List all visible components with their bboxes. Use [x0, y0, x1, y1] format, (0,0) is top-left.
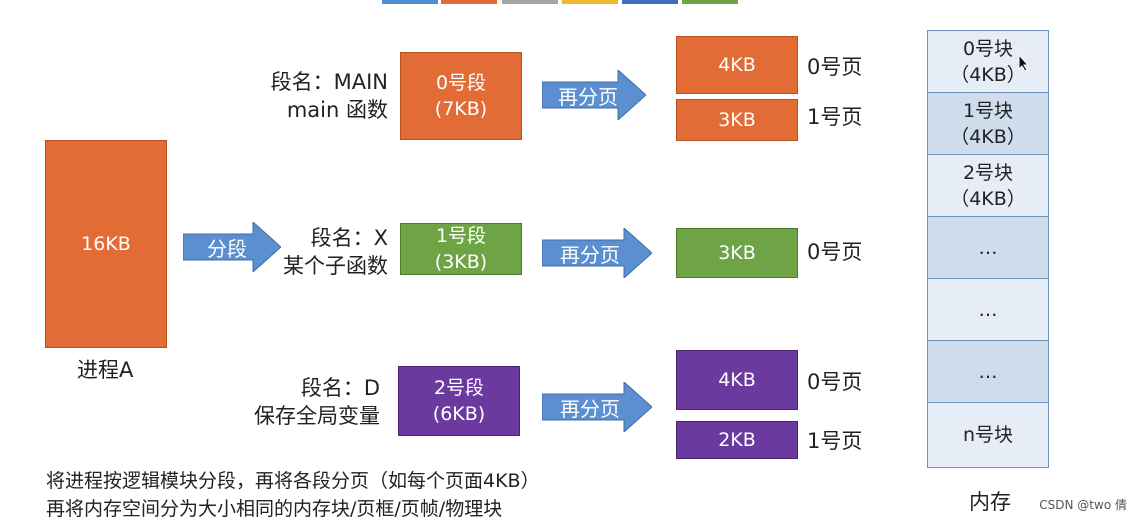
- watermark: CSDN @two 倩: [1039, 498, 1127, 512]
- memory-block-0: 0号块 （4KB）: [928, 31, 1048, 93]
- segment-2-page-1: 2KB: [676, 421, 798, 459]
- split-arrow-label: 分段: [207, 236, 247, 261]
- segment-1-page-0: 3KB: [676, 228, 798, 278]
- split-arrow-shape: [182, 220, 282, 274]
- split-arrow: 分段: [182, 220, 282, 274]
- memory-block-4: …: [928, 279, 1048, 341]
- segment-0-page-1-label: 1号页: [807, 105, 863, 129]
- memory-block-5: …: [928, 341, 1048, 403]
- segment-0-page-1: 3KB: [676, 99, 798, 141]
- segment-0-name-line2: main 函数: [286, 98, 388, 122]
- top-bar-4: [562, 0, 618, 4]
- segment-2-name-line2: 保存全局变量: [254, 404, 380, 428]
- segment-1-arrow-label: 再分页: [560, 242, 620, 267]
- top-bar-1: [382, 0, 438, 4]
- memory-block-1: 1号块 （4KB）: [928, 93, 1048, 155]
- memory-block-n: n号块: [928, 403, 1048, 467]
- memory-block-2: 2号块 （4KB）: [928, 155, 1048, 217]
- segment-2-name-line1: 段名：D: [300, 376, 380, 400]
- segment-2-arrow-label: 再分页: [560, 396, 620, 421]
- segment-2-page-1-label: 1号页: [807, 429, 863, 453]
- top-bar-5: [622, 0, 678, 4]
- segment-0-arrow-label: 再分页: [558, 84, 618, 109]
- segment-1-arrow: 再分页: [541, 226, 653, 280]
- segment-1-box: 1号段 (3KB): [400, 223, 522, 275]
- segment-0-name: 段名：MAIN main 函数: [250, 68, 388, 124]
- segment-1-name: 段名：X 某个子函数: [250, 224, 388, 280]
- segment-2-arrow-shape: [541, 380, 653, 434]
- process-box: 16KB: [45, 140, 167, 348]
- segment-0-page-0-label: 0号页: [807, 55, 863, 79]
- memory-label: 内存: [969, 490, 1011, 514]
- segment-2-arrow: 再分页: [541, 380, 653, 434]
- note-line-2: 再将内存空间分为大小相同的内存块/页框/页帧/物理块: [46, 498, 503, 520]
- segment-0-name-line1: 段名：MAIN: [270, 70, 388, 94]
- segment-1-page-0-label: 0号页: [807, 240, 863, 264]
- segment-2-name: 段名：D 保存全局变量: [230, 374, 380, 430]
- segment-0-arrow-shape: [541, 68, 647, 122]
- segment-1-name-line1: 段名：X: [310, 226, 388, 250]
- segment-1-name-line2: 某个子函数: [283, 254, 388, 278]
- top-bar-2: [441, 0, 497, 4]
- segment-0-box: 0号段 (7KB): [400, 52, 522, 140]
- segment-1-arrow-shape: [541, 226, 653, 280]
- top-bar-3: [502, 0, 558, 4]
- memory-column: 0号块 （4KB） 1号块 （4KB） 2号块 （4KB） … … … n号块: [927, 30, 1049, 468]
- note-line-1: 将进程按逻辑模块分段，再将各段分页（如每个页面4KB）: [46, 470, 540, 492]
- mouse-cursor-icon: [1018, 53, 1030, 76]
- segment-2-box: 2号段 (6KB): [398, 366, 520, 436]
- segment-0-page-0: 4KB: [676, 36, 798, 94]
- segment-2-page-0-label: 0号页: [807, 370, 863, 394]
- segment-0-arrow: 再分页: [541, 68, 647, 122]
- process-label: 进程A: [77, 358, 134, 382]
- top-bar-6: [682, 0, 738, 4]
- segment-2-page-0: 4KB: [676, 350, 798, 410]
- memory-block-3: …: [928, 217, 1048, 279]
